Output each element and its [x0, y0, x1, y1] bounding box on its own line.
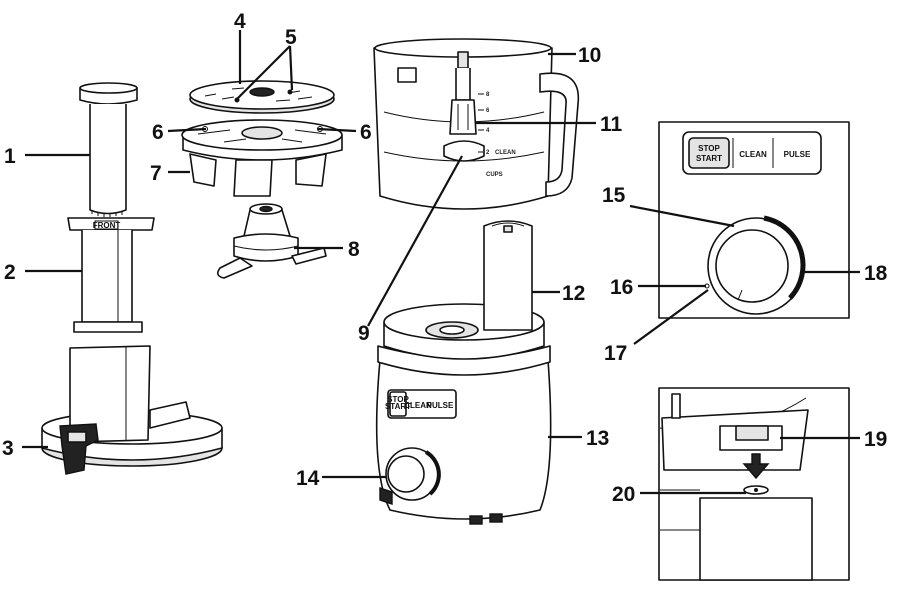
- callout-14: 14: [296, 467, 320, 490]
- base-dial-knob: [387, 455, 425, 493]
- callout-16: 16: [610, 276, 633, 299]
- bowl-mark-clean: CLEAN: [495, 150, 516, 156]
- callout-17: 17: [604, 342, 627, 365]
- callout-1: 1: [4, 145, 16, 168]
- control-panel-inset: STOP START CLEAN PULSE: [658, 121, 850, 319]
- callout-10: 10: [578, 44, 601, 67]
- bowl-lock-inset: [658, 387, 850, 581]
- motor-base: STOP START CLEAN PULSE: [375, 220, 552, 525]
- inset-button-start: START: [696, 154, 722, 163]
- inset-button-stop: STOP: [698, 144, 720, 153]
- callout-7: 7: [150, 162, 162, 185]
- base-button-start: START: [385, 402, 411, 411]
- base-button-clean: CLEAN: [404, 401, 432, 410]
- bowl-mark-cups: CUPS: [486, 172, 503, 178]
- food-pusher: [79, 82, 138, 217]
- callout-6-right: 6: [360, 121, 372, 144]
- callout-12: 12: [562, 282, 585, 305]
- callout-6-left: 6: [152, 121, 164, 144]
- bowl-mark-2: 2: [486, 150, 490, 156]
- bowl-mark-6: 6: [486, 108, 490, 114]
- inset-dial-knob: [715, 229, 789, 303]
- work-bowl: 8 6 4 2 CLEAN CUPS: [373, 38, 580, 210]
- front-label-box: [94, 220, 119, 230]
- callout-11: 11: [600, 113, 623, 136]
- callout-13: 13: [586, 427, 609, 450]
- base-button-pulse: PULSE: [427, 401, 454, 410]
- callout-20: 20: [612, 483, 635, 506]
- callout-4: 4: [234, 10, 246, 33]
- leader-lines: [22, 30, 860, 495]
- callout-9: 9: [358, 322, 370, 345]
- inset-button-clean: CLEAN: [739, 150, 767, 159]
- callout-5: 5: [285, 26, 297, 49]
- callout-18: 18: [864, 262, 888, 285]
- base-button-stop: STOP: [387, 395, 409, 404]
- front-label: FRONT: [93, 221, 121, 230]
- disc-holder: [181, 119, 343, 197]
- chopping-blade: [216, 203, 327, 279]
- bowl-mark-8: 8: [486, 92, 490, 98]
- feed-chute: FRONT: [67, 217, 155, 333]
- callout-2: 2: [4, 261, 16, 284]
- inset-button-pulse: PULSE: [784, 150, 811, 159]
- processor-lid: [41, 345, 223, 475]
- bowl-mark-4: 4: [486, 128, 490, 134]
- callout-19: 19: [864, 428, 887, 451]
- callout-numbers: 1 2 3 4 5 6 6 7 8 9 10 11 12 13 14 15 16…: [2, 10, 888, 506]
- slicing-shredding-disc: [189, 80, 335, 114]
- callout-3: 3: [2, 437, 14, 460]
- callout-8: 8: [348, 238, 360, 261]
- callout-15: 15: [602, 184, 626, 207]
